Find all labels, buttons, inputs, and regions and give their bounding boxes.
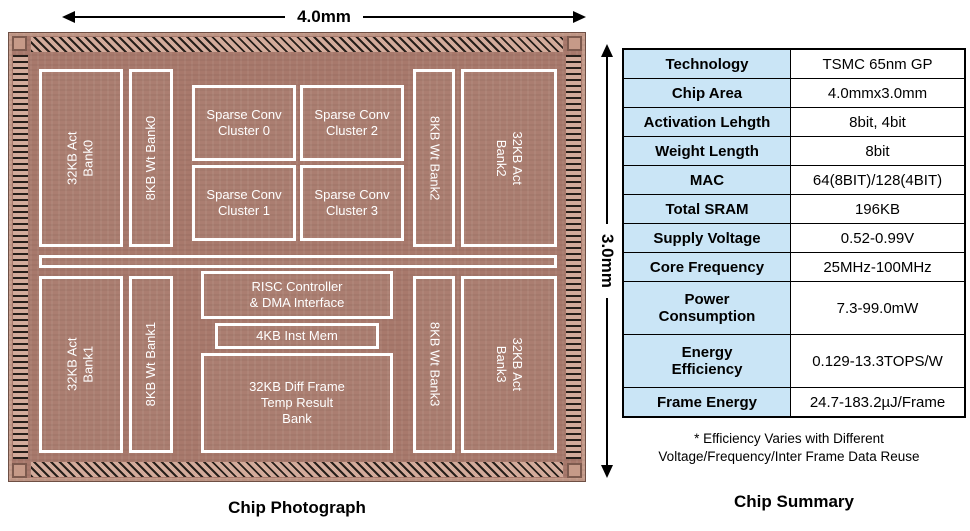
block-label: Sparse Conv Cluster 3 [314, 186, 390, 218]
block-label: Sparse Conv Cluster 0 [206, 106, 282, 138]
spec-label: Energy Efficiency [622, 334, 791, 388]
arrowhead-up-icon [601, 44, 613, 57]
block-wt-bank3: 8KB Wt Bank3 [413, 276, 455, 453]
bond-pad-ring-left [13, 55, 28, 459]
height-dimension-label: 3.0mm [598, 234, 617, 288]
spec-label: Technology [622, 48, 791, 79]
spec-value: 24.7-183.2µJ/Frame [790, 387, 966, 418]
block-wt-bank1: 8KB Wt Bank1 [129, 276, 173, 453]
block-sparse-conv-cluster-3: Sparse Conv Cluster 3 [300, 165, 404, 241]
block-label: RISC Controller & DMA Interface [249, 278, 345, 310]
spec-value: TSMC 65nm GP [790, 48, 966, 79]
block-sparse-conv-cluster-0: Sparse Conv Cluster 0 [192, 85, 296, 161]
block-risc-controller: RISC Controller & DMA Interface [201, 271, 393, 319]
block-inst-mem: 4KB Inst Mem [215, 323, 379, 349]
block-label: 8KB Wt Bank3 [427, 322, 443, 407]
spec-value: 7.3-99.0mW [790, 281, 966, 335]
spec-value: 8bit, 4bit [790, 107, 966, 137]
block-label: Sparse Conv Cluster 1 [206, 186, 282, 218]
block-wt-bank0: 8KB Wt Bank0 [129, 69, 173, 247]
block-sparse-conv-cluster-2: Sparse Conv Cluster 2 [300, 85, 404, 161]
spec-label: Frame Energy [622, 387, 791, 418]
table-row: Power Consumption 7.3-99.0mW [622, 281, 966, 335]
bond-pad-ring-bottom [31, 462, 563, 477]
chip-photograph-caption: Chip Photograph [228, 498, 366, 517]
die-corner-pad [12, 463, 27, 478]
chip-die-photo: 32KB Act Bank0 8KB Wt Bank0 Sparse Conv … [8, 32, 586, 482]
block-act-bank2: 32KB Act Bank2 [461, 69, 557, 247]
block-wt-bank2: 8KB Wt Bank2 [413, 69, 455, 247]
spec-label: Chip Area [622, 78, 791, 108]
table-row: Activation Lehgth 8bit, 4bit [622, 107, 966, 137]
block-diff-frame-bank: 32KB Diff Frame Temp Result Bank [201, 353, 393, 453]
block-label: 8KB Wt Bank0 [142, 115, 158, 201]
spec-label: Power Consumption [622, 281, 791, 335]
block-act-bank3: 32KB Act Bank3 [461, 276, 557, 453]
spec-value: 196KB [790, 194, 966, 224]
spec-label: MAC [622, 165, 791, 195]
block-label: 32KB Act Bank2 [493, 131, 526, 185]
block-sparse-conv-cluster-1: Sparse Conv Cluster 1 [192, 165, 296, 241]
spec-label: Total SRAM [622, 194, 791, 224]
arrowhead-right-icon [573, 11, 586, 23]
spec-label: Supply Voltage [622, 223, 791, 253]
block-label: 32KB Act Bank0 [64, 131, 96, 185]
table-row: Supply Voltage 0.52-0.99V [622, 223, 966, 253]
spec-value: 25MHz-100MHz [790, 252, 966, 282]
center-routing-channel [39, 255, 557, 268]
table-row: Core Frequency 25MHz-100MHz [622, 252, 966, 282]
block-label: 4KB Inst Mem [256, 327, 338, 343]
spec-value: 8bit [790, 136, 966, 166]
block-label: 32KB Act Bank1 [64, 337, 96, 392]
block-label: 32KB Act Bank3 [493, 337, 526, 392]
arrowhead-down-icon [601, 465, 613, 478]
spec-value: 0.52-0.99V [790, 223, 966, 253]
spec-label: Activation Lehgth [622, 107, 791, 137]
dimension-line [362, 16, 573, 18]
block-label: 8KB Wt Bank1 [142, 322, 158, 407]
spec-label: Core Frequency [622, 252, 791, 282]
bond-pad-ring-top [31, 37, 563, 52]
die-corner-pad [567, 36, 582, 51]
block-act-bank1: 32KB Act Bank1 [39, 276, 123, 453]
spec-value: 64(8BIT)/128(4BIT) [790, 165, 966, 195]
spec-value: 4.0mmx3.0mm [790, 78, 966, 108]
die-corner-pad [567, 463, 582, 478]
chip-summary-caption: Chip Summary [734, 492, 854, 511]
dimension-line [75, 16, 286, 18]
block-label: Sparse Conv Cluster 2 [314, 106, 390, 138]
width-dimension: 4.0mm [62, 6, 586, 28]
table-row: Total SRAM 196KB [622, 194, 966, 224]
arrowhead-left-icon [62, 11, 75, 23]
dimension-line [606, 297, 608, 465]
spec-value: 0.129-13.3TOPS/W [790, 334, 966, 388]
height-dimension: 3.0mm [595, 44, 619, 478]
dimension-line [606, 57, 608, 225]
bond-pad-ring-right [566, 55, 581, 459]
table-row: Weight Length 8bit [622, 136, 966, 166]
table-row: Technology TSMC 65nm GP [622, 48, 966, 79]
block-label: 8KB Wt Bank2 [427, 115, 443, 201]
table-row: Frame Energy 24.7-183.2µJ/Frame [622, 387, 966, 418]
table-row: MAC 64(8BIT)/128(4BIT) [622, 165, 966, 195]
block-act-bank0: 32KB Act Bank0 [39, 69, 123, 247]
spec-label: Weight Length [622, 136, 791, 166]
table-row: Energy Efficiency 0.129-13.3TOPS/W [622, 334, 966, 388]
block-label: 32KB Diff Frame Temp Result Bank [249, 378, 345, 427]
table-row: Chip Area 4.0mmx3.0mm [622, 78, 966, 108]
die-corner-pad [12, 36, 27, 51]
width-dimension-label: 4.0mm [297, 7, 351, 26]
efficiency-footnote: * Efficiency Varies with Different Volta… [658, 431, 920, 465]
chip-summary-table: Technology TSMC 65nm GP Chip Area 4.0mmx… [622, 48, 966, 418]
